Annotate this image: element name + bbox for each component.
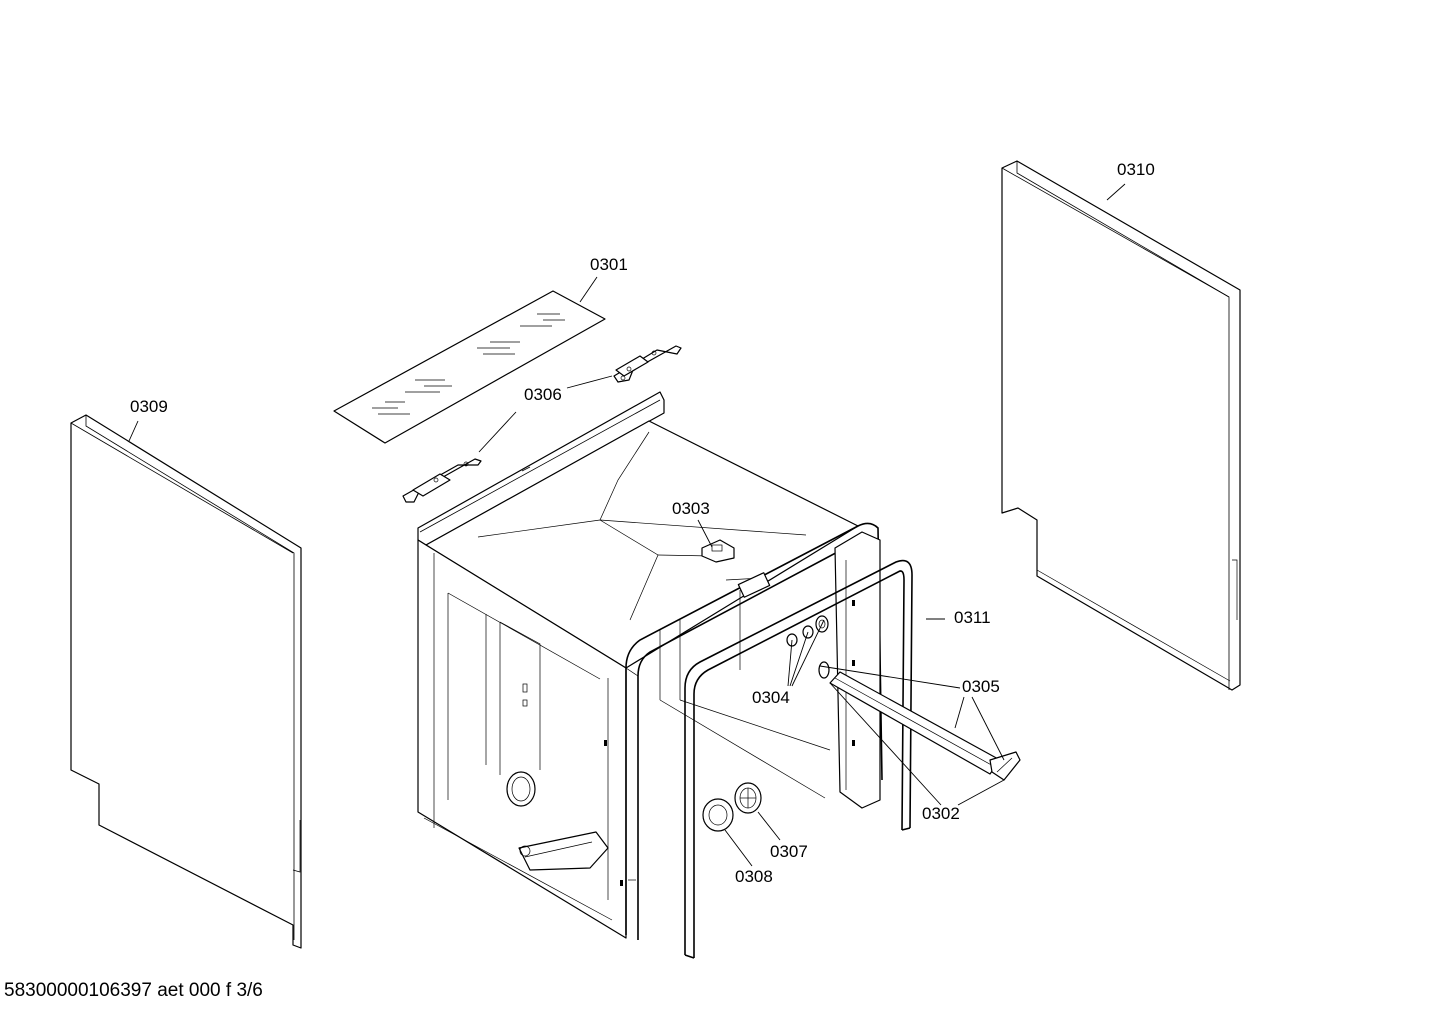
part-label-0308: 0308 xyxy=(735,867,773,886)
leader-lines xyxy=(128,183,1126,867)
part-label-0311: 0311 xyxy=(954,608,991,627)
ring-seal-0308 xyxy=(702,798,734,832)
mounting-bracket-0306-upper xyxy=(613,345,682,383)
right-side-panel-0310 xyxy=(1001,160,1241,691)
door-seal-0311 xyxy=(684,559,913,959)
document-code: 58300000106397 aet 000 f 3/6 xyxy=(4,980,263,1001)
part-label-0310: 0310 xyxy=(1117,160,1155,179)
part-label-0309: 0309 xyxy=(130,397,168,416)
part-label-0307: 0307 xyxy=(770,842,808,861)
dishwasher-tub xyxy=(417,391,859,939)
part-label-0303: 0303 xyxy=(672,499,710,518)
drain-cap-0307 xyxy=(734,782,762,814)
top-cover-0301 xyxy=(333,290,606,444)
screws-0304 xyxy=(786,615,829,647)
part-label-0302: 0302 xyxy=(922,804,960,823)
part-label-0304: 0304 xyxy=(752,688,790,707)
part-label-0301: 0301 xyxy=(590,255,628,274)
part-labels: 0301 0302 0303 0304 0305 0306 0307 0308 … xyxy=(130,160,1155,886)
left-side-panel-0309 xyxy=(70,414,302,949)
part-label-0305: 0305 xyxy=(962,677,1000,696)
mounting-bracket-0306-lower xyxy=(402,458,482,503)
part-label-0306: 0306 xyxy=(524,385,562,404)
